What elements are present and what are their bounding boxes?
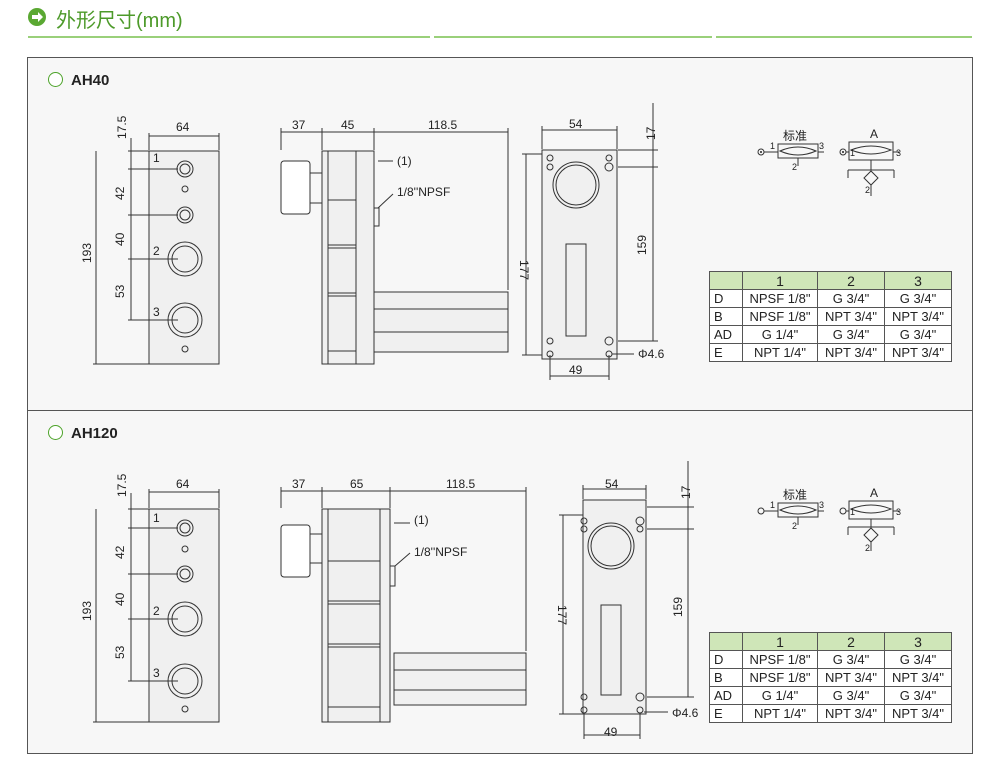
svg-text:1: 1: [153, 511, 160, 525]
svg-text:65: 65: [350, 477, 364, 491]
svg-text:17: 17: [679, 485, 693, 499]
svg-text:17: 17: [644, 126, 658, 140]
svg-text:(1): (1): [414, 513, 429, 527]
panel-title: AH40: [48, 72, 109, 89]
svg-text:A: A: [870, 127, 878, 141]
svg-text:193: 193: [80, 601, 94, 621]
svg-text:2: 2: [865, 543, 870, 553]
svg-text:42: 42: [113, 186, 127, 200]
panel-ah40: AH40: [27, 57, 973, 411]
svg-text:42: 42: [113, 545, 127, 559]
technical-drawing: 64 17.5 193 42 40 53 1 2 3 37 65 118.5 (…: [80, 461, 901, 739]
svg-text:159: 159: [671, 597, 685, 617]
svg-text:3: 3: [896, 148, 901, 158]
svg-text:3: 3: [153, 666, 160, 680]
svg-text:Φ4.6: Φ4.6: [672, 706, 699, 720]
svg-text:37: 37: [292, 118, 306, 132]
svg-text:2: 2: [792, 162, 797, 172]
divider: [434, 36, 712, 38]
svg-text:177: 177: [517, 260, 531, 280]
svg-text:1/8''NPSF: 1/8''NPSF: [397, 185, 450, 199]
divider: [28, 36, 430, 38]
svg-text:17.5: 17.5: [115, 115, 129, 139]
svg-text:17.5: 17.5: [115, 473, 129, 497]
technical-drawing: 64 17.5 193 42 40 53 1 2 3 37 45 118.5 (…: [80, 103, 901, 380]
svg-text:40: 40: [113, 592, 127, 606]
svg-text:49: 49: [569, 363, 583, 377]
svg-text:159: 159: [635, 235, 649, 255]
svg-text:3: 3: [896, 507, 901, 517]
svg-text:40: 40: [113, 232, 127, 246]
svg-text:53: 53: [113, 645, 127, 659]
svg-text:49: 49: [604, 725, 618, 739]
svg-text:1: 1: [770, 141, 775, 151]
svg-text:3: 3: [819, 141, 824, 151]
svg-text:2: 2: [153, 244, 160, 258]
svg-text:Φ4.6: Φ4.6: [638, 347, 665, 361]
svg-text:2: 2: [792, 521, 797, 531]
svg-text:2: 2: [865, 185, 870, 195]
panel-ah120: AH120: [27, 410, 973, 754]
svg-text:64: 64: [176, 120, 190, 134]
svg-text:64: 64: [176, 477, 190, 491]
svg-text:3: 3: [153, 305, 160, 319]
divider: [716, 36, 972, 38]
panel-title: AH120: [48, 425, 118, 442]
svg-text:1: 1: [850, 148, 855, 158]
svg-text:1/8''NPSF: 1/8''NPSF: [414, 545, 467, 559]
svg-text:118.5: 118.5: [428, 118, 457, 132]
svg-text:37: 37: [292, 477, 306, 491]
svg-text:1: 1: [770, 500, 775, 510]
svg-text:标准: 标准: [783, 488, 807, 502]
side-view-body: [321, 150, 375, 365]
rear-view-body: [541, 149, 618, 360]
arrow-right-icon: [28, 8, 46, 26]
svg-text:118.5: 118.5: [446, 477, 475, 491]
section-header: 外形尺寸(mm): [28, 2, 972, 42]
svg-text:2: 2: [153, 604, 160, 618]
svg-text:标准: 标准: [783, 129, 807, 143]
circle-bullet-icon: [48, 72, 63, 87]
svg-text:1: 1: [153, 151, 160, 165]
svg-text:193: 193: [80, 243, 94, 263]
svg-text:(1): (1): [397, 154, 412, 168]
page-title: 外形尺寸(mm): [56, 10, 183, 32]
svg-text:177: 177: [555, 605, 569, 625]
svg-text:1: 1: [850, 507, 855, 517]
svg-text:3: 3: [819, 500, 824, 510]
circle-bullet-icon: [48, 425, 63, 440]
svg-text:53: 53: [113, 284, 127, 298]
svg-text:45: 45: [341, 118, 355, 132]
svg-text:54: 54: [569, 117, 583, 131]
svg-text:A: A: [870, 486, 878, 500]
svg-text:54: 54: [605, 477, 619, 491]
